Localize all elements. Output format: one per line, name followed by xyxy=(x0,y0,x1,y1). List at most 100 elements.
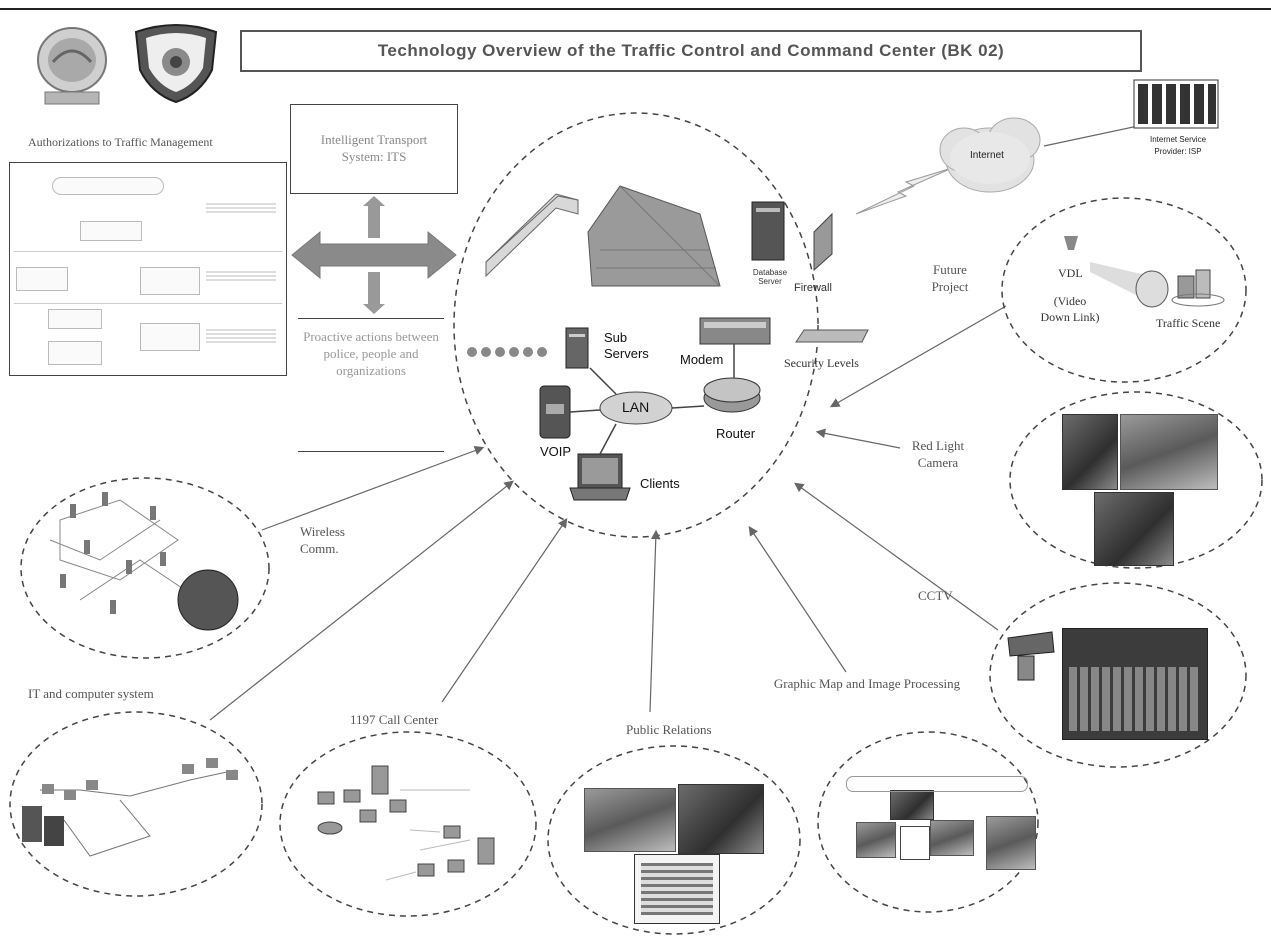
line-graphic-map xyxy=(748,526,847,673)
lan-label: LAN xyxy=(622,399,650,415)
vertical-arrow-up xyxy=(363,196,385,238)
police-shield-logo xyxy=(130,22,222,104)
org-box xyxy=(140,323,200,351)
modem-label: Modem xyxy=(680,352,724,367)
map-photo xyxy=(856,822,896,858)
it-system-nodes xyxy=(42,758,238,800)
traffic-scene-label: Traffic Scene xyxy=(1156,316,1221,330)
line-call-center xyxy=(441,518,568,703)
it-system-sketch xyxy=(40,769,237,857)
left-panel-heading: Authorizations to Traffic Management xyxy=(28,135,213,149)
it-system-photo xyxy=(22,806,42,842)
page-title: Technology Overview of the Traffic Contr… xyxy=(377,41,1005,60)
org-box xyxy=(140,267,200,295)
public-relations-label: Public Relations xyxy=(626,722,712,737)
wireless-photo-inset xyxy=(177,569,239,631)
pr-photo xyxy=(678,784,764,854)
map-network-strip xyxy=(846,776,1028,792)
sub-server-icon xyxy=(565,327,589,369)
firewall-label: Firewall xyxy=(794,282,832,294)
vdl-label: VDL xyxy=(1058,266,1083,280)
isp-building-icon xyxy=(1133,79,1219,129)
internet-label: Internet xyxy=(970,150,1004,161)
small-device-icons xyxy=(467,347,547,357)
thai-emblem-logo xyxy=(33,22,111,108)
voip-label: VOIP xyxy=(540,444,572,459)
sub-servers-label: Sub Servers xyxy=(604,330,649,361)
call-center-sketch xyxy=(317,765,495,877)
cctv-screens xyxy=(1069,667,1201,731)
wireless-label: Wireless Comm. xyxy=(300,524,345,556)
org-note xyxy=(206,203,276,213)
wireless-nodes xyxy=(60,492,166,614)
vertical-arrow-down xyxy=(363,272,385,314)
ellipse-red-light xyxy=(1009,391,1263,569)
red-light-label: Red Light Camera xyxy=(911,438,965,470)
line-wireless xyxy=(261,446,485,531)
map-photo xyxy=(930,820,974,856)
pr-photo xyxy=(584,788,676,852)
lightning-link xyxy=(855,167,953,215)
line-future xyxy=(829,305,1007,408)
internet-cloud-icon xyxy=(939,117,1041,193)
wireless-network-sketch xyxy=(49,499,201,601)
ellipse-call-center xyxy=(279,731,537,917)
ellipse-it-system xyxy=(9,711,263,897)
cctv-monitor-wall xyxy=(1062,628,1208,740)
line-red-light xyxy=(815,428,901,449)
line-it-system xyxy=(209,480,514,721)
line-public-relations xyxy=(649,529,661,713)
firewall-icon xyxy=(813,212,833,272)
red-light-photo xyxy=(1062,414,1118,490)
org-note xyxy=(206,271,276,281)
vdl-desc-label: (Video Down Link) xyxy=(1040,294,1100,324)
map-photo xyxy=(900,826,930,860)
line-cctv xyxy=(794,482,999,631)
cctv-label: CCTV xyxy=(918,588,953,603)
pr-screenshot-content xyxy=(641,863,713,915)
org-chart-panel xyxy=(9,162,287,376)
central-ellipse xyxy=(453,112,819,538)
double-arrow xyxy=(291,230,457,280)
org-box xyxy=(80,221,142,241)
its-label: Intelligent Transport System: ITS xyxy=(320,132,428,164)
it-system-label: IT and computer system xyxy=(28,686,154,701)
ellipse-graphic-map xyxy=(817,731,1039,913)
map-photo xyxy=(986,816,1036,870)
modem-icon xyxy=(699,317,771,345)
database-server-label: Database Server xyxy=(752,268,788,286)
line-isp xyxy=(1043,125,1139,147)
cctv-camera-icon xyxy=(1007,631,1055,681)
top-rule xyxy=(0,8,1271,10)
ellipse-future xyxy=(1001,197,1247,383)
proactive-label: Proactive actions between police, people… xyxy=(303,329,439,378)
router-label: Router xyxy=(716,426,756,441)
org-divider xyxy=(14,251,282,252)
future-project-label: Future Project xyxy=(931,262,969,294)
graphic-map-label: Graphic Map and Image Processing xyxy=(773,676,961,691)
proactive-bracket: Proactive actions between police, people… xyxy=(298,318,444,452)
vdl-dish-icon xyxy=(1064,236,1169,308)
pr-screenshot xyxy=(634,854,720,924)
ellipse-wireless xyxy=(20,477,270,659)
it-system-photo xyxy=(44,816,64,846)
tall-building-icon xyxy=(587,185,721,287)
clients-label: Clients xyxy=(640,476,680,491)
map-photo xyxy=(890,790,934,820)
security-levels-label: Security Levels xyxy=(784,356,859,370)
org-box xyxy=(48,341,102,365)
org-note xyxy=(206,329,276,345)
org-box xyxy=(48,309,102,329)
red-light-photo xyxy=(1094,492,1174,566)
title-box: Technology Overview of the Traffic Contr… xyxy=(240,30,1142,72)
call-center-links xyxy=(385,789,471,881)
its-box: Intelligent Transport System: ITS xyxy=(290,104,458,194)
isp-label: Internet Service Provider: ISP xyxy=(1149,135,1207,156)
org-box xyxy=(16,267,68,291)
call-center-label: 1197 Call Center xyxy=(350,712,439,727)
org-divider xyxy=(14,303,282,304)
red-light-photo xyxy=(1120,414,1218,490)
ellipse-public-relations xyxy=(547,745,801,935)
ellipse-cctv xyxy=(989,582,1247,768)
